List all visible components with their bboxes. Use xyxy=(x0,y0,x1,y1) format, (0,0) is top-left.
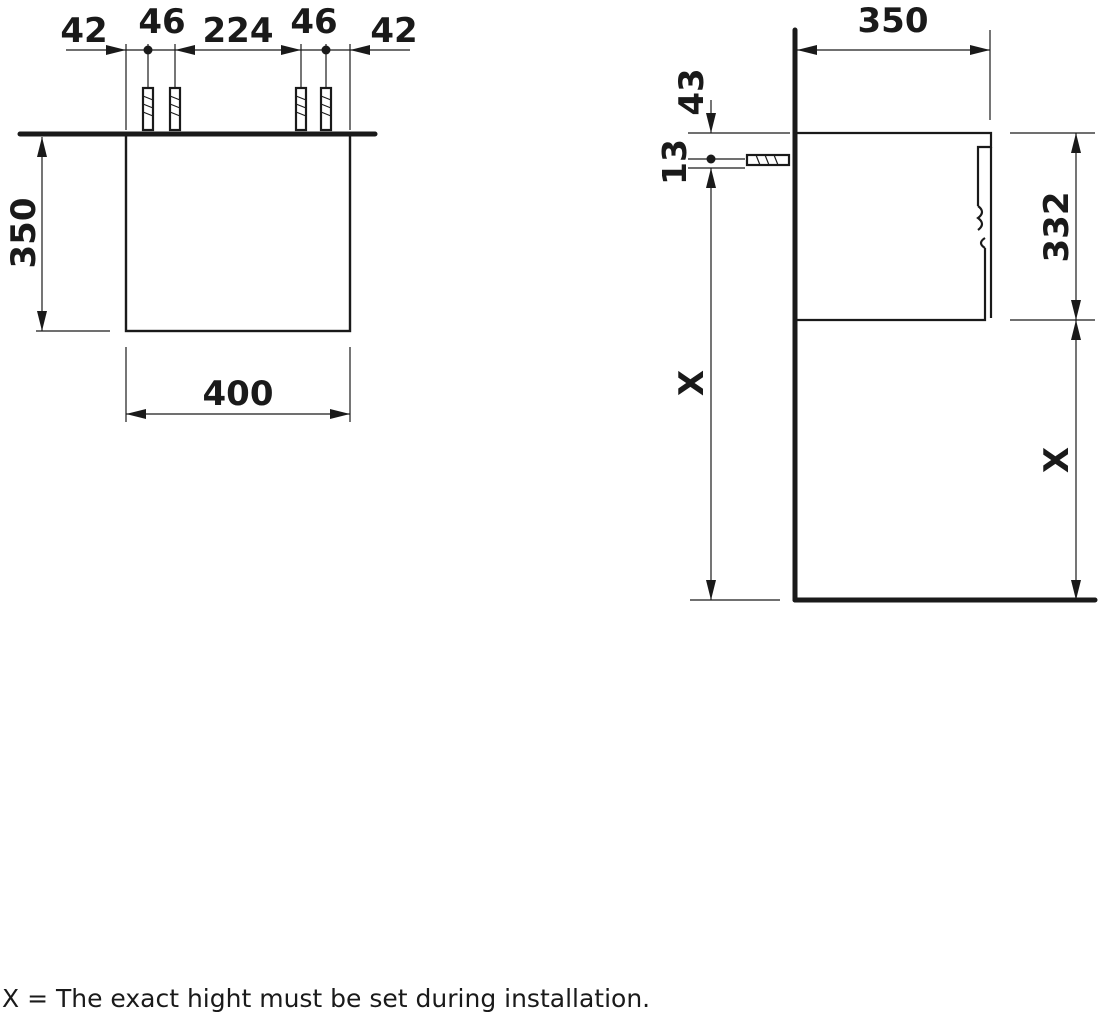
dim-42-left: 42 xyxy=(60,11,107,51)
dim-224: 224 xyxy=(203,11,274,51)
wall-anchor xyxy=(294,86,308,132)
dim-width-400: 400 xyxy=(203,374,274,414)
wall-anchor xyxy=(319,86,333,132)
cabinet-front xyxy=(124,132,352,333)
dim-42-right: 42 xyxy=(370,11,417,51)
dim-x-right: X xyxy=(1037,447,1077,473)
footnote: X = The exact hight must be set during i… xyxy=(2,984,651,1013)
dim-x-left: X xyxy=(672,370,712,396)
dim-height-350: 350 xyxy=(4,198,44,269)
dim-depth-350: 350 xyxy=(858,1,929,41)
dim-46-left: 46 xyxy=(138,2,185,42)
side-view: 350 43 13 X 332 X xyxy=(655,1,1098,603)
dim-13: 13 xyxy=(655,139,694,185)
dim-46-right: 46 xyxy=(290,2,337,42)
dim-43: 43 xyxy=(672,68,712,115)
wall-anchor xyxy=(745,153,791,167)
wall-anchor xyxy=(141,86,155,132)
wall-anchor xyxy=(168,86,182,132)
front-view: 42 46 224 46 42 350 400 xyxy=(4,2,418,422)
dim-332: 332 xyxy=(1037,192,1077,263)
cabinet-side xyxy=(797,131,993,322)
